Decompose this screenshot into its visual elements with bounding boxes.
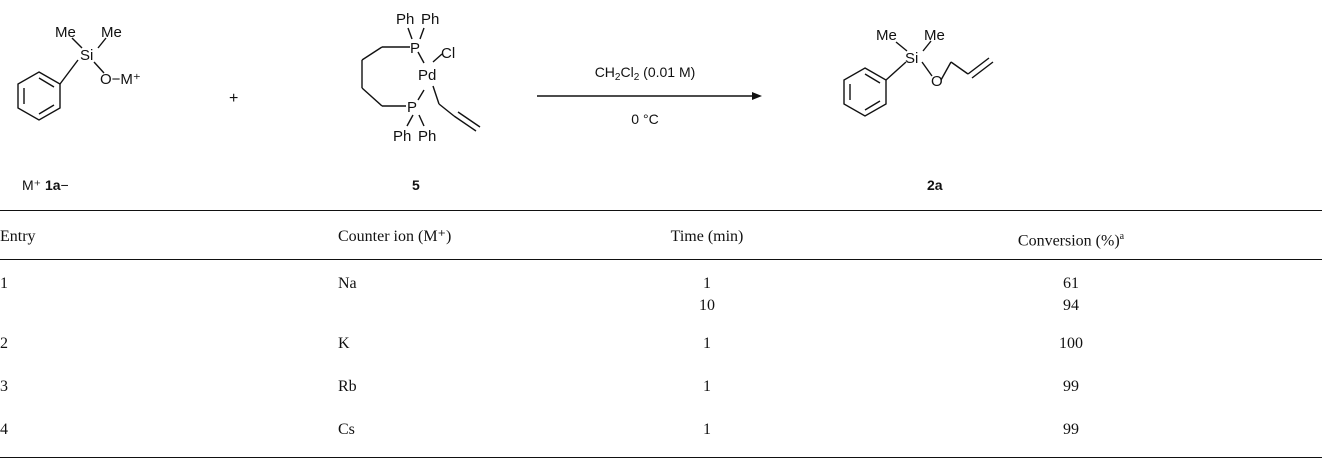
compound-label-1a: M⁺ 1a− [22, 177, 69, 193]
plus-sign: + [229, 90, 238, 107]
phenyl-label-3: Ph [393, 128, 411, 145]
table-cell-conversion: 100 [1059, 335, 1083, 352]
table-cell-entry: 3 [0, 378, 8, 395]
methyl-label-left: Me [55, 24, 76, 41]
table-cell-time: 1 [703, 275, 711, 292]
compound-label-5: 5 [412, 177, 420, 193]
silanolate-label: O−M⁺ [100, 71, 141, 88]
silicon-label: Si [80, 47, 93, 64]
table-cell-ion: Na [338, 275, 357, 292]
table-cell-ion: K [338, 335, 350, 352]
table-cell-conversion: 99 [1063, 378, 1079, 395]
arrow-head [752, 92, 762, 100]
temperature-conditions: 0 °C [631, 111, 658, 127]
phenyl-label-1: Ph [396, 11, 414, 28]
table-cell-ion: Rb [338, 378, 357, 395]
table-cell-entry: 2 [0, 335, 8, 352]
table-cell-entry: 1 [0, 275, 8, 292]
product-silicon-label: Si [905, 50, 918, 67]
compound-label-2a: 2a [927, 177, 943, 193]
phosphorus-label-top: P [410, 40, 420, 57]
table-cell-time: 1 [703, 421, 711, 438]
table-bottom-rule [0, 457, 1322, 458]
header-conversion: Conversion (%)a [1017, 231, 1125, 250]
table-cell-entry: 4 [0, 421, 8, 438]
header-bottom-rule [0, 259, 1322, 260]
reaction-scheme: Me Me Si O−M⁺ M⁺ 1a− + Ph Ph P Cl Pd P P… [17, 11, 994, 193]
table-cell-conversion: 94 [1063, 297, 1079, 314]
footnote-marker: a [1119, 231, 1125, 242]
table-cell-time: 10 [699, 297, 715, 314]
chloride-label: Cl [441, 45, 455, 62]
phenyl-label-2: Ph [421, 11, 439, 28]
phosphorus-label-bottom: P [407, 99, 417, 116]
phenyl-label-4: Ph [418, 128, 436, 145]
product-methyl-label-right: Me [924, 27, 945, 44]
table-cell-conversion: 99 [1063, 421, 1079, 438]
product-methyl-label-left: Me [876, 27, 897, 44]
methyl-label-right: Me [101, 24, 122, 41]
table-top-rule [0, 210, 1322, 211]
chain-bond [361, 46, 383, 61]
header-time: Time (min) [670, 228, 744, 245]
table-cell-conversion: 61 [1063, 275, 1079, 292]
palladium-label: Pd [418, 67, 436, 84]
table-cell-ion: Cs [338, 421, 355, 438]
table-cell-time: 1 [703, 378, 711, 395]
table-cell-time: 1 [703, 335, 711, 352]
header-counter-ion: Counter ion (M⁺) [338, 228, 452, 245]
solvent-conditions: CH2Cl2 (0.01 M) [595, 64, 696, 83]
product-oxygen-label: O [931, 73, 943, 90]
header-entry: Entry [0, 228, 36, 245]
